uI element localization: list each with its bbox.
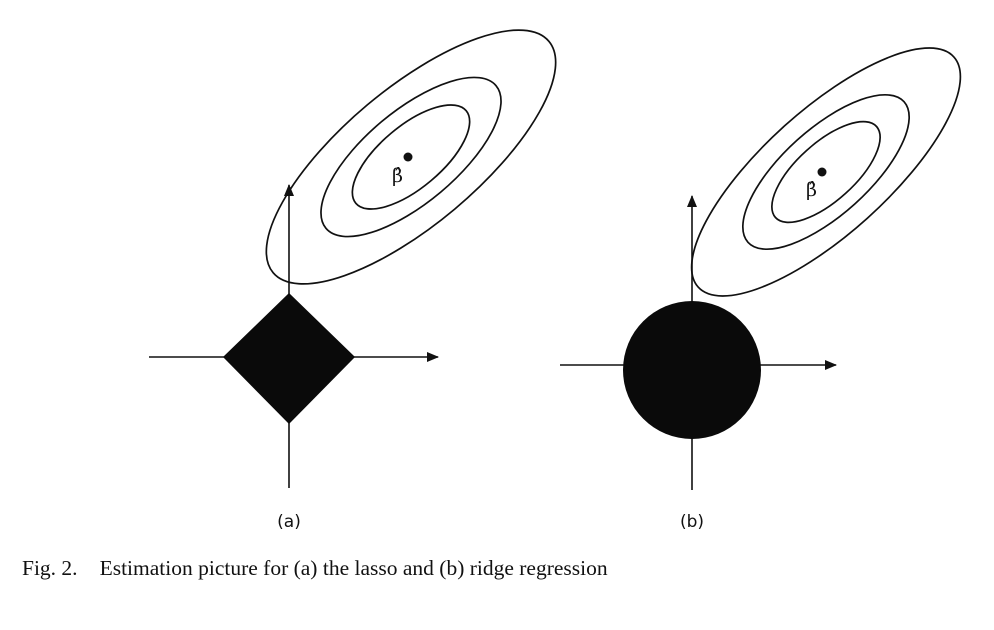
panel-a-contour-inner	[351, 104, 471, 210]
panel-b-estimate-label: β̂	[806, 179, 817, 201]
panel-b-estimate-point	[817, 167, 827, 177]
figure-caption: Fig. 2. Estimation picture for (a) the la…	[22, 556, 608, 581]
panel-b-label: (b)	[680, 512, 704, 532]
panel-b: β̂ (b)	[560, 47, 962, 532]
panel-a-contour-outer	[265, 29, 557, 285]
panel-b-contour-middle	[741, 93, 911, 251]
panel-a-contours	[265, 29, 557, 285]
caption-figure-number: Fig. 2.	[22, 556, 78, 580]
panel-a-lasso-diamond	[223, 293, 355, 424]
panel-b-contour-inner	[771, 120, 881, 224]
panel-b-ridge-disk	[623, 301, 761, 439]
panel-a-label: (a)	[277, 512, 301, 532]
panel-a: β̂ (a)	[149, 29, 557, 532]
figure-plot-area: β̂ (a) β̂ (b)	[149, 29, 962, 532]
panel-a-estimate-label: β̂	[392, 165, 403, 187]
panel-b-contours	[690, 47, 962, 297]
panel-a-contour-middle	[320, 76, 502, 238]
caption-text: Estimation picture for (a) the lasso and…	[99, 556, 608, 580]
panel-a-estimate-point	[403, 152, 413, 162]
panel-b-contour-outer	[690, 47, 962, 297]
